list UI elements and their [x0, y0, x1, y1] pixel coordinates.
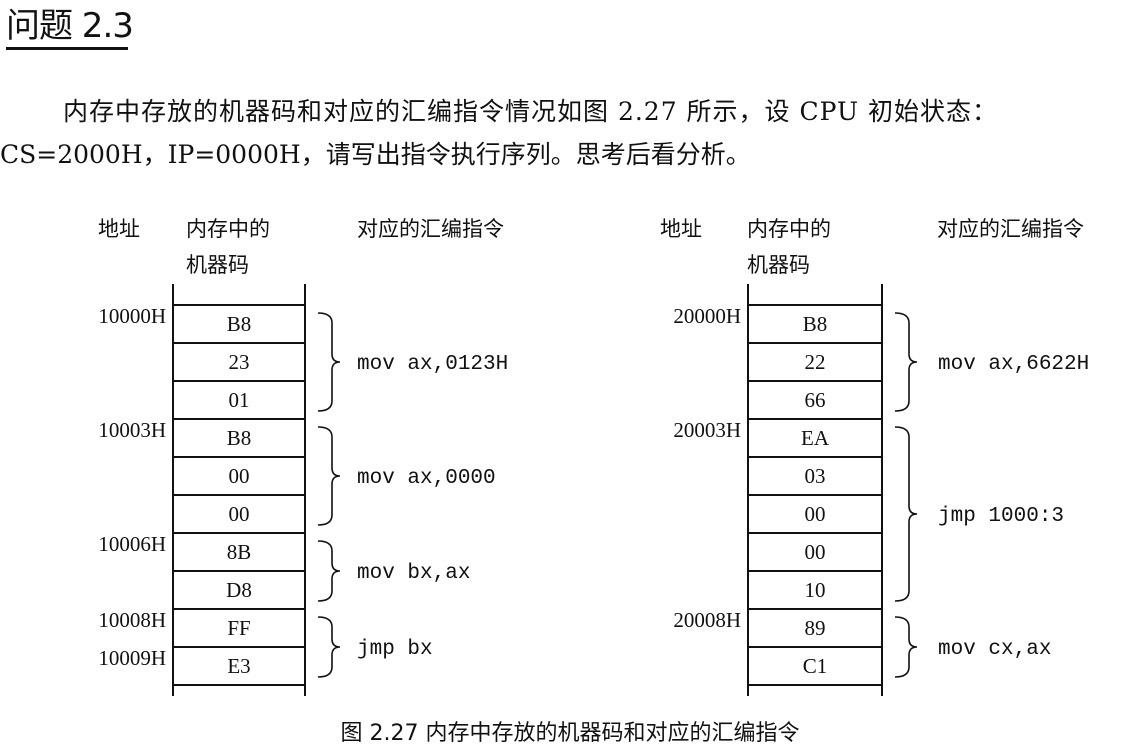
machine-code-byte: 10 — [805, 578, 826, 602]
instruction-brace — [317, 312, 341, 412]
problem-paragraph: 内存中存放的机器码和对应的汇编指令情况如图 2.27 所示，设 CPU 初始状态… — [0, 90, 1140, 176]
assembly-instruction: jmp bx — [357, 638, 433, 661]
machine-code-byte: B8 — [227, 426, 252, 450]
header-assembly: 对应的汇编指令 — [357, 217, 504, 241]
header-machine-code: 内存中的 — [186, 217, 270, 241]
memory-address: 20003H — [673, 418, 741, 442]
machine-code-byte: 00 — [229, 502, 250, 526]
instruction-brace — [894, 312, 918, 412]
assembly-instruction: jmp 1000:3 — [938, 505, 1064, 528]
memory-address: 20008H — [673, 608, 741, 632]
machine-code-byte: 89 — [805, 616, 826, 640]
machine-code-byte: FF — [227, 616, 250, 640]
problem-title: 问题 2.3 — [6, 6, 134, 46]
title-underline — [6, 47, 128, 50]
memory-diagram: 地址内存中的机器码对应的汇编指令B810000H2301B810003H0000… — [98, 217, 1089, 696]
machine-code-byte: 00 — [229, 464, 250, 488]
header-machine-code-line2: 机器码 — [186, 253, 249, 277]
memory-address: 10000H — [98, 304, 166, 328]
assembly-instruction: mov bx,ax — [357, 562, 470, 585]
machine-code-byte: E3 — [227, 654, 250, 678]
assembly-instruction: mov cx,ax — [938, 638, 1051, 661]
machine-code-byte: 01 — [229, 388, 250, 412]
figure-caption: 图 2.27 内存中存放的机器码和对应的汇编指令 — [340, 721, 800, 746]
memory-address: 10003H — [98, 418, 166, 442]
machine-code-byte: 66 — [805, 388, 826, 412]
instruction-brace — [317, 616, 341, 678]
memory-address: 10009H — [98, 646, 166, 670]
header-assembly: 对应的汇编指令 — [937, 217, 1084, 241]
header-address: 地址 — [98, 217, 140, 241]
machine-code-byte: C1 — [803, 654, 828, 678]
assembly-instruction: mov ax,0000 — [357, 467, 496, 490]
machine-code-byte: EA — [801, 426, 830, 450]
machine-code-byte: B8 — [227, 312, 252, 336]
instruction-brace — [317, 426, 341, 526]
memory-address: 10008H — [98, 608, 166, 632]
machine-code-byte: B8 — [803, 312, 828, 336]
paragraph-line-1: 内存中存放的机器码和对应的汇编指令情况如图 2.27 所示，设 CPU 初始状态… — [63, 97, 999, 126]
assembly-instruction: mov ax,0123H — [357, 353, 508, 376]
machine-code-byte: 00 — [805, 540, 826, 564]
machine-code-byte: 23 — [229, 350, 250, 374]
header-machine-code-line2: 机器码 — [747, 253, 810, 277]
machine-code-byte: 03 — [805, 464, 826, 488]
instruction-brace — [894, 616, 918, 678]
header-address: 地址 — [660, 217, 702, 241]
memory-address: 20000H — [673, 304, 741, 328]
machine-code-byte: D8 — [226, 578, 252, 602]
assembly-instruction: mov ax,6622H — [938, 353, 1089, 376]
instruction-brace — [894, 426, 918, 602]
machine-code-byte: 22 — [805, 350, 826, 374]
instruction-brace — [317, 540, 341, 602]
machine-code-byte: 00 — [805, 502, 826, 526]
paragraph-line-2: CS=2000H，IP=0000H，请写出指令执行序列。思考后看分析。 — [0, 140, 751, 169]
machine-code-byte: 8B — [227, 540, 252, 564]
header-machine-code: 内存中的 — [747, 217, 831, 241]
memory-address: 10006H — [98, 532, 166, 556]
